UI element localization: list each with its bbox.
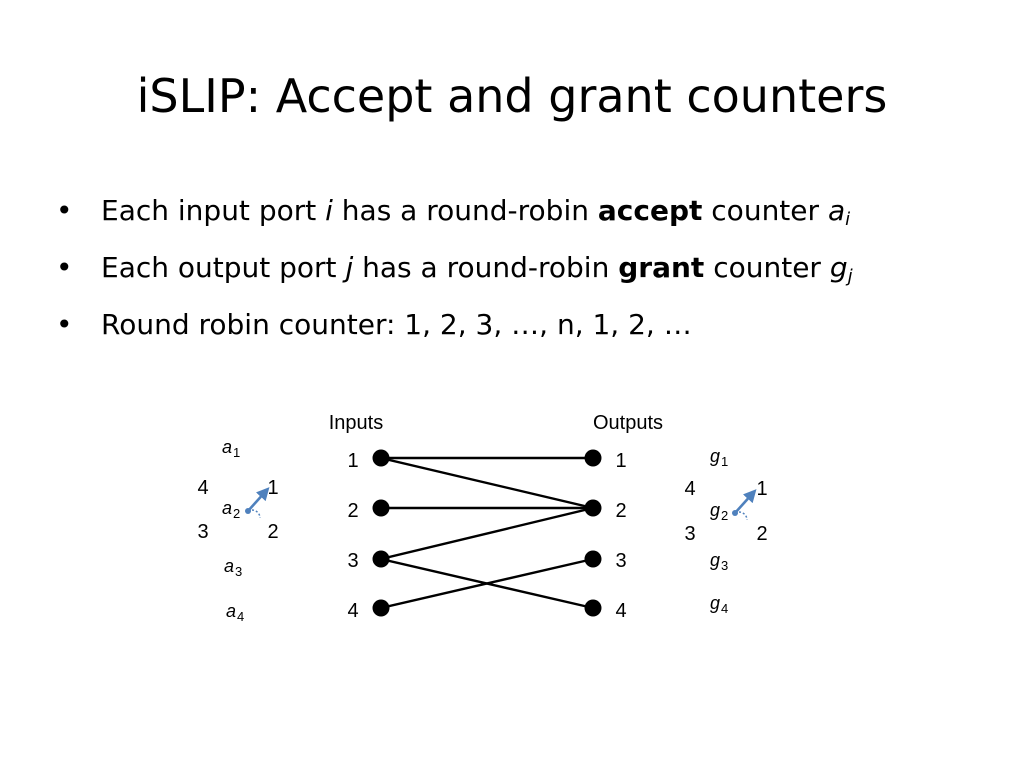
counter-symbol: g [829, 251, 848, 284]
input-port-label: 2 [347, 500, 358, 522]
grant-counters: g1 g2 g3 g4 1 2 3 4 [684, 446, 767, 616]
grant-counter-label: g2 [710, 500, 728, 523]
output-port-label: 1 [615, 450, 626, 472]
output-port-label: 3 [615, 550, 626, 572]
connections [380, 456, 594, 610]
connection-line-3-2 [380, 506, 594, 561]
rotation-arc-icon [251, 509, 261, 519]
bullet-text: has a round-robin [332, 194, 598, 227]
grant-dial: 1 2 3 4 [684, 478, 767, 545]
output-port-node [584, 499, 602, 517]
grant-counter-label: g1 [710, 446, 728, 469]
output-ports: 1 2 3 4 [584, 449, 627, 622]
connection-line-4-3 [380, 557, 594, 610]
dial-position: 2 [756, 523, 767, 545]
bullet-text: Round robin counter: 1, 2, 3, …, n, 1, 2… [101, 308, 692, 341]
bullet-dot: • [56, 308, 73, 341]
port-variable: i [325, 194, 333, 227]
accept-counter-label: a1 [222, 437, 240, 460]
accept-counters: a1 a2 a3 a4 1 2 3 4 [197, 437, 278, 624]
counter-subscript: i [845, 209, 851, 230]
accept-counter-label: a3 [224, 556, 242, 579]
bullet-text: has a round-robin [353, 251, 619, 284]
bullet-list: • Each input port i has a round-robin acc… [56, 186, 853, 357]
dial-position: 2 [267, 521, 278, 543]
output-port-node [584, 550, 602, 568]
grant-counter-label: g4 [710, 593, 728, 616]
dial-position: 4 [684, 478, 695, 500]
output-port-label: 2 [615, 500, 626, 522]
bullet-dot: • [56, 194, 73, 227]
input-port-node [372, 499, 390, 517]
pointer-arrow-icon [247, 487, 270, 512]
bullet-item: • Each output port j has a round-robin gr… [56, 243, 853, 300]
dial-position: 3 [684, 523, 695, 545]
bold-term: accept [597, 194, 703, 227]
bullet-text: Each output port [101, 251, 346, 284]
connection-line-1-2 [380, 456, 594, 510]
output-port-label: 4 [615, 600, 626, 622]
grant-counter-label: g3 [710, 550, 728, 573]
input-ports: 1 2 3 4 [347, 449, 390, 622]
port-variable: j [345, 251, 354, 284]
counter-symbol: a [827, 194, 846, 227]
input-port-node [372, 599, 390, 617]
bullet-text: counter [704, 251, 830, 284]
bold-term: grant [618, 251, 705, 284]
dial-position: 1 [756, 478, 767, 500]
input-port-label: 4 [347, 600, 358, 622]
dial-position: 4 [197, 477, 208, 499]
input-port-node [372, 550, 390, 568]
inputs-label: Inputs [329, 412, 383, 434]
accept-counter-label: a2 [222, 498, 240, 521]
input-port-label: 3 [347, 550, 358, 572]
dial-position: 1 [267, 477, 278, 499]
output-port-node [584, 449, 602, 467]
accept-dial: 1 2 3 4 [197, 477, 278, 543]
slide-title: iSLIP: Accept and grant counters [136, 69, 888, 123]
bullet-text: Each input port [101, 194, 326, 227]
bullet-item: • Round robin counter: 1, 2, 3, …, n, 1, … [56, 300, 853, 357]
bullet-item: • Each input port i has a round-robin acc… [56, 186, 853, 243]
dial-position: 3 [197, 521, 208, 543]
outputs-label: Outputs [593, 412, 663, 434]
bullet-text: counter [702, 194, 828, 227]
rotation-arc-icon [738, 511, 748, 521]
output-port-node [584, 599, 602, 617]
bullet-dot: • [56, 251, 73, 284]
counter-subscript: j [847, 266, 853, 287]
input-port-node [372, 449, 390, 467]
input-port-label: 1 [347, 450, 358, 472]
accept-counter-label: a4 [226, 601, 244, 624]
pointer-arrow-icon [734, 489, 757, 514]
